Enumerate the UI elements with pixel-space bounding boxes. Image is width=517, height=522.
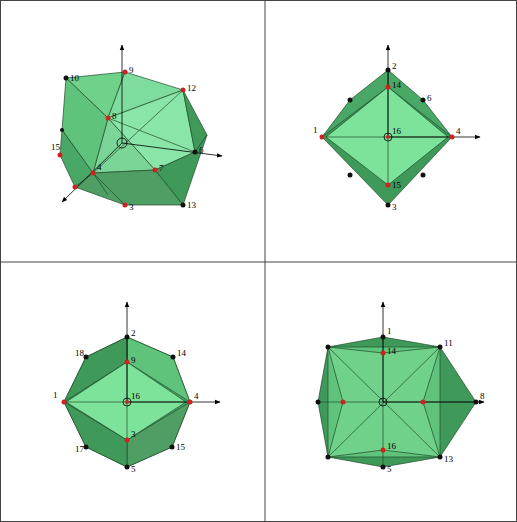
vertex-number: 5 xyxy=(130,464,137,474)
axes xyxy=(62,45,222,202)
vertex-dots xyxy=(316,335,479,470)
vertex-number: 3 xyxy=(391,202,398,212)
axes xyxy=(384,45,480,141)
vertex-number: 6 xyxy=(198,145,205,155)
vertex-number: 1 xyxy=(52,390,59,400)
vertex-number: 8 xyxy=(479,391,486,401)
vertex-number: 18 xyxy=(74,348,85,358)
vertex-number: 11 xyxy=(443,338,454,348)
vertex-dots xyxy=(58,70,198,208)
vertex-number: 6 xyxy=(426,93,433,103)
vertex-number: 1 xyxy=(386,326,393,336)
vertex-number: 4 xyxy=(455,126,462,136)
vertex-number: 2 xyxy=(391,61,398,71)
vertex-number: 7 xyxy=(158,163,165,173)
vertex-number: 1 xyxy=(312,125,319,135)
vertex-number: 9 xyxy=(128,65,135,75)
vertex-dots xyxy=(62,335,193,470)
vertex-number: 14 xyxy=(391,80,402,90)
polyhedron-side xyxy=(322,70,452,205)
divider xyxy=(0,262,517,263)
vertex-number: 15 xyxy=(391,180,402,190)
vertex-number: 16 xyxy=(391,126,402,136)
vertex-number: 9 xyxy=(130,355,137,365)
vertex-number: 4 xyxy=(193,391,200,401)
vertex-number: 13 xyxy=(443,454,454,464)
axes xyxy=(123,302,220,406)
vertex-number: 2 xyxy=(130,328,137,338)
vertex-number: 3 xyxy=(128,202,135,212)
vertex-number: 14 xyxy=(176,348,187,358)
vertex-number: 16 xyxy=(130,391,141,401)
vertex-number: 17 xyxy=(74,444,85,454)
axes xyxy=(379,302,484,406)
divider xyxy=(265,0,266,522)
vertex-number: 16 xyxy=(386,441,397,451)
vertex-number: 5 xyxy=(386,464,393,474)
vertex-number: 13 xyxy=(186,200,197,210)
vertex-number: 15 xyxy=(175,442,186,452)
vertex-number: 8 xyxy=(111,111,118,121)
vertex-number: 3 xyxy=(130,429,137,439)
vertex-number: 14 xyxy=(386,346,397,356)
vertex-number: 4 xyxy=(96,162,103,172)
vertex-number: 10 xyxy=(69,73,80,83)
vertex-number: 12 xyxy=(186,83,197,93)
vertex-dots xyxy=(320,68,455,208)
polyhedron-oblique xyxy=(60,72,207,205)
vertex-number: 15 xyxy=(50,142,61,152)
